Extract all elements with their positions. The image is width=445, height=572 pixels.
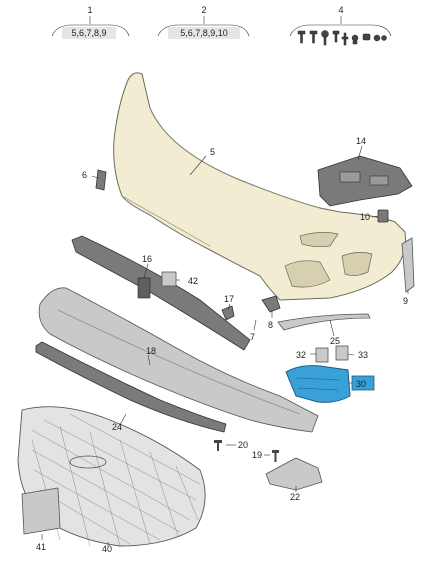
callout-40[interactable]: 40: [102, 544, 112, 554]
header-group-2-items: 5,6,7,8,9,10: [180, 28, 228, 38]
callout-10[interactable]: 10: [360, 212, 370, 222]
part-33-bracket[interactable]: [335, 345, 349, 361]
part-18-air-guide[interactable]: [38, 287, 319, 433]
callout-labels: 5 6 14 10 9 16 42 17 7 8 18 25 32 33 30 …: [36, 136, 408, 554]
callout-20[interactable]: 20: [238, 440, 248, 450]
header-group-2[interactable]: 2 5,6,7,8,9,10: [157, 5, 250, 39]
bumper-cover[interactable]: [113, 72, 406, 301]
callout-24[interactable]: 24: [112, 422, 122, 432]
part-25-trim[interactable]: [277, 313, 371, 331]
callout-14[interactable]: 14: [356, 136, 366, 146]
callout-6[interactable]: 6: [82, 170, 87, 180]
leader-lines: [41, 145, 409, 546]
callout-8[interactable]: 8: [268, 320, 273, 330]
callout-19[interactable]: 19: [252, 450, 262, 460]
part-6-clip[interactable]: [95, 169, 107, 191]
part-16-upper-rail[interactable]: [71, 235, 251, 351]
header-group-4-bracket: [289, 24, 392, 37]
part-19-screw[interactable]: [272, 450, 279, 462]
fastener-icons: [297, 30, 387, 46]
callout-32[interactable]: 32: [296, 350, 306, 360]
header-group-4-number: 4: [338, 5, 343, 15]
callout-30[interactable]: 30: [356, 379, 366, 389]
callout-30-box: [351, 375, 375, 391]
callout-33[interactable]: 33: [358, 350, 368, 360]
header-group-1-items: 5,6,7,8,9: [71, 28, 106, 38]
callout-16[interactable]: 16: [142, 254, 152, 264]
callout-7[interactable]: 7: [250, 332, 255, 342]
header-group-1-box: [62, 27, 116, 39]
part-17-clip[interactable]: [221, 305, 235, 321]
part-32-bracket[interactable]: [315, 347, 329, 363]
callout-17[interactable]: 17: [224, 294, 234, 304]
header-group-4[interactable]: 4: [289, 5, 392, 46]
header-group-1[interactable]: 1 5,6,7,8,9: [51, 5, 130, 39]
part-42-block[interactable]: [161, 271, 177, 287]
part-9-strip[interactable]: [401, 237, 415, 293]
callout-25[interactable]: 25: [330, 336, 340, 346]
part-8-clip[interactable]: [261, 295, 281, 313]
part-14-bracket[interactable]: [317, 155, 413, 207]
part-20-screw[interactable]: [214, 440, 222, 451]
callout-9[interactable]: 9: [403, 296, 408, 306]
header-group-1-bracket: [51, 24, 130, 37]
callout-22[interactable]: 22: [290, 492, 300, 502]
callout-41[interactable]: 41: [36, 542, 46, 552]
part-22-bracket[interactable]: [265, 457, 323, 491]
header-group-2-box: [168, 27, 240, 39]
header-group-2-bracket: [157, 24, 250, 37]
part-24-lower-strip[interactable]: [35, 341, 227, 433]
part-41-plate-bracket[interactable]: [21, 487, 61, 535]
callout-5[interactable]: 5: [210, 147, 215, 157]
header-group-1-number: 1: [87, 5, 92, 15]
callout-18[interactable]: 18: [146, 346, 156, 356]
part-30-highlighted[interactable]: [285, 365, 351, 403]
part-10-clip[interactable]: [377, 209, 389, 223]
callout-42[interactable]: 42: [188, 276, 198, 286]
header-group-2-number: 2: [201, 5, 206, 15]
